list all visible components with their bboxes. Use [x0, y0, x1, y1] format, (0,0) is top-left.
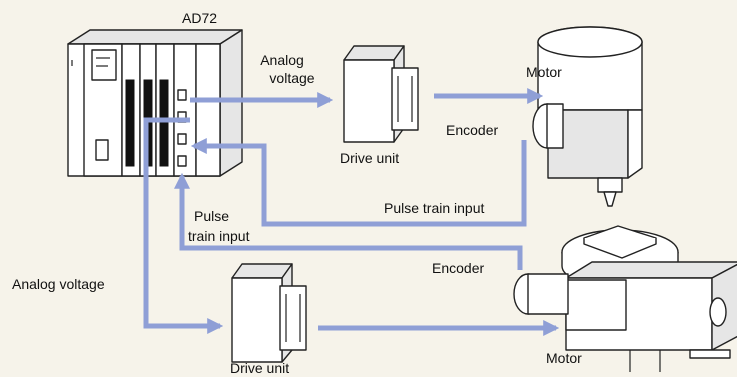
drive-unit-icon: [343, 45, 419, 143]
analog-voltage-top-label-line2: voltage: [269, 70, 315, 86]
motor-top-label: Motor: [526, 64, 562, 80]
analog-voltage-left-label: Analog voltage: [12, 276, 105, 292]
encoder-top-label: Encoder: [446, 122, 499, 138]
pulse-train-input-left-label-line2: train input: [188, 228, 250, 244]
encoder-bottom-label: Encoder: [432, 260, 485, 276]
signal-wires: [143, 87, 560, 337]
analog-voltage-top-label-line1: Analog: [260, 52, 304, 68]
drive-unit-bottom-label: Drive unit: [230, 360, 290, 376]
drive-unit-icon: [231, 263, 307, 363]
rotary-table-icon: [513, 225, 737, 372]
pulse-train-input-top-label: Pulse train input: [384, 200, 485, 216]
pulse-train-input-left-label-line1: Pulse: [194, 208, 230, 224]
plc-module-icon: [67, 29, 243, 177]
module-label: AD72: [182, 10, 218, 26]
servo-motor-icon: [532, 26, 643, 207]
pulse-train-input-top-arrow: [190, 137, 527, 227]
motor-bottom-label: Motor: [546, 350, 582, 366]
pulse-train-input-bottom-arrow: [173, 172, 523, 270]
analog-voltage-bottom-arrow: [143, 117, 224, 335]
drive-unit-top-label: Drive unit: [340, 150, 400, 166]
